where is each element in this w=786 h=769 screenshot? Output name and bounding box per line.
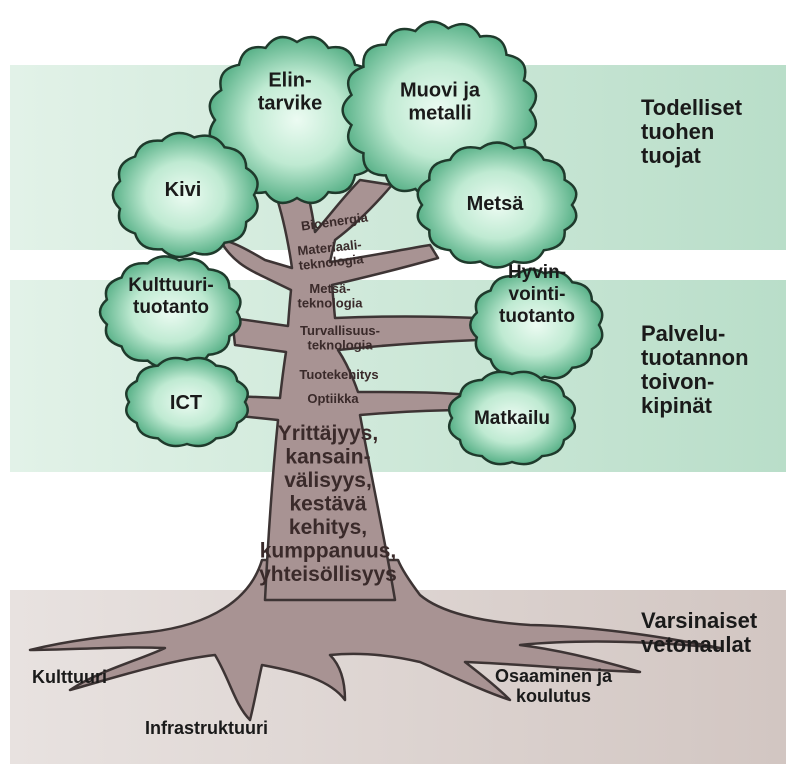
root-label-osaaminen: Osaaminen ja koulutus bbox=[495, 666, 612, 706]
canopy-label-metsa: Metsä bbox=[467, 193, 525, 215]
canopy-label-ict: ICT bbox=[170, 392, 202, 414]
root-label-infrastruktuuri: Infrastruktuuri bbox=[145, 718, 268, 738]
trunk-label-tuotekehitys: Tuotekehitys bbox=[299, 367, 378, 382]
canopy-label-hyvinvointi: Hyvin-vointi-tuotanto bbox=[499, 262, 575, 327]
canopy-label-matkailu: Matkailu bbox=[474, 408, 550, 429]
band-label-bottom: Varsinaiset vetonaulat bbox=[641, 609, 757, 657]
band-label-top: Todelliset tuohen tuojat bbox=[641, 96, 742, 168]
band-label-middle: Palvelu- tuotannon toivon- kipinät bbox=[641, 322, 749, 418]
canopy-label-kulttuuri: Kulttuuri-tuotanto bbox=[128, 275, 213, 318]
trunk-label-turvallisuus: Turvallisuus-teknologia bbox=[300, 323, 380, 353]
canopy-label-kivi: Kivi bbox=[165, 179, 202, 201]
trunk-label-optiikka: Optiikka bbox=[307, 391, 359, 406]
root-label-kulttuuri: Kulttuuri bbox=[32, 667, 107, 687]
